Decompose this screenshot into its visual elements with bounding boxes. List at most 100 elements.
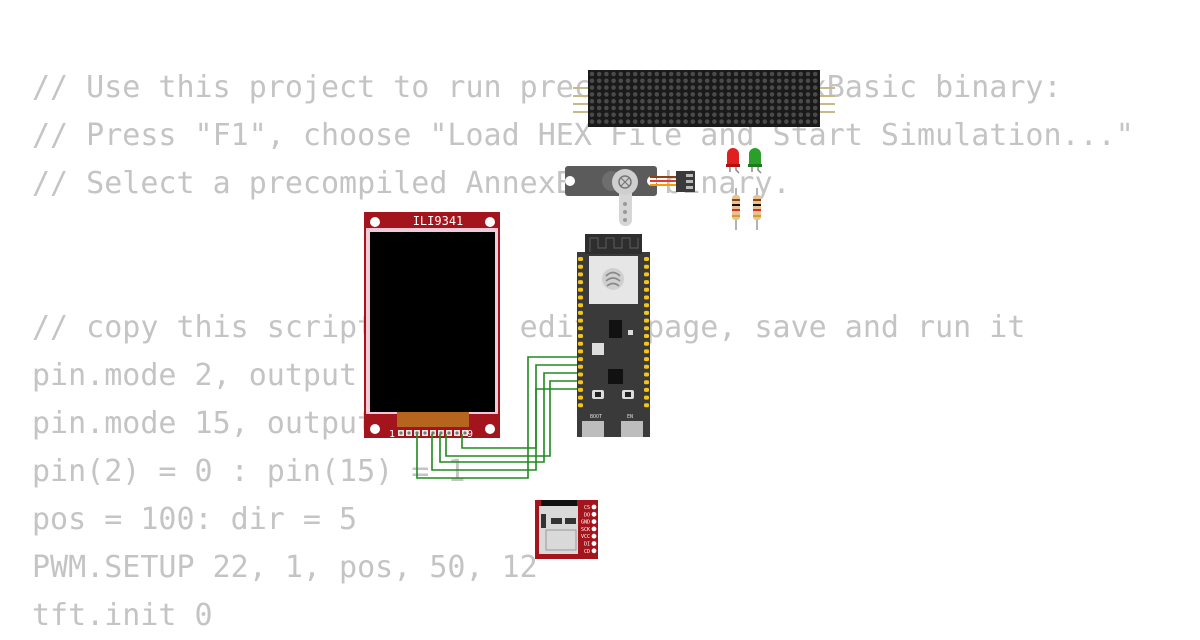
- tft-label: ILI9341: [413, 214, 464, 228]
- matrix-led-dot: [640, 92, 645, 97]
- resistor-1[interactable]: [732, 188, 740, 230]
- matrix-led-dot: [654, 78, 660, 84]
- matrix-led-dot: [690, 92, 696, 97]
- matrix-led-dot: [604, 105, 609, 111]
- matrix-led-dot: [740, 112, 746, 118]
- matrix-led-dot: [661, 85, 667, 90]
- esp32-pin-right: [644, 287, 649, 292]
- microsd-pin-label: CS: [584, 505, 590, 511]
- matrix-led-dot: [654, 71, 660, 77]
- matrix-led-dot: [661, 112, 667, 118]
- matrix-led-dot: [640, 98, 645, 104]
- matrix-led-dot: [791, 119, 796, 124]
- esp32-pin-right: [644, 349, 649, 354]
- tft-mount-hole: [370, 217, 380, 227]
- matrix-led-dot: [676, 98, 681, 104]
- matrix-led-dot: [596, 78, 602, 84]
- matrix-led-dot: [733, 119, 739, 124]
- matrix-led-dot: [611, 105, 616, 111]
- matrix-led-dot: [769, 105, 775, 111]
- tft-pin-hole: [431, 431, 435, 435]
- tft-display-ili9341[interactable]: ILI9341 1 9: [364, 212, 500, 440]
- matrix-led-dot: [611, 112, 616, 118]
- matrix-led-dot: [776, 98, 782, 104]
- led-green[interactable]: [748, 148, 762, 174]
- matrix-led-dot: [596, 119, 602, 124]
- microsd-pin: [591, 533, 597, 539]
- esp32-pin-right: [644, 334, 649, 338]
- matrix-led-dot: [748, 78, 753, 84]
- matrix-led-dot: [632, 92, 638, 97]
- servo-motor[interactable]: [565, 166, 695, 226]
- matrix-led-dot: [791, 92, 796, 97]
- led-red[interactable]: [726, 148, 740, 174]
- matrix-led-dot: [805, 98, 811, 104]
- matrix-led-dot: [654, 112, 660, 118]
- matrix-led-dot: [748, 119, 753, 124]
- servo-horn-hole: [623, 218, 627, 222]
- esp32-pin-left: [578, 318, 583, 323]
- matrix-led-dot: [712, 119, 717, 124]
- led-matrix[interactable]: [573, 70, 835, 127]
- matrix-led-dot: [748, 98, 753, 104]
- tft-screen[interactable]: [370, 232, 495, 412]
- led-matrix-dots: [589, 71, 818, 124]
- matrix-led-dot: [632, 98, 638, 104]
- matrix-led-dot: [589, 92, 595, 97]
- espressif-logo-wave-icon: [605, 271, 621, 287]
- matrix-led-dot: [805, 105, 811, 111]
- esp32-pin-right: [644, 303, 649, 308]
- matrix-led-dot: [618, 85, 624, 90]
- matrix-led-dot: [589, 98, 595, 104]
- matrix-led-dot: [784, 92, 789, 97]
- matrix-led-dot: [668, 105, 674, 111]
- matrix-led-dot: [697, 71, 703, 77]
- matrix-led-dot: [654, 105, 660, 111]
- matrix-led-dot: [755, 119, 760, 124]
- matrix-led-dot: [589, 78, 595, 84]
- matrix-led-dot: [791, 112, 796, 118]
- matrix-led-dot: [654, 98, 660, 104]
- matrix-led-dot: [733, 112, 739, 118]
- esp32-board[interactable]: BOOT EN: [577, 234, 650, 437]
- matrix-led-dot: [726, 112, 732, 118]
- matrix-led-dot: [812, 119, 818, 124]
- esp32-pin-right: [644, 326, 649, 331]
- matrix-led-dot: [769, 92, 775, 97]
- matrix-led-dot: [805, 71, 811, 77]
- matrix-led-dot: [769, 85, 775, 90]
- matrix-led-dot: [798, 92, 804, 97]
- code-line-7: pin.mode 15, output: [32, 406, 376, 441]
- matrix-led-dot: [791, 98, 796, 104]
- matrix-led-dot: [618, 92, 624, 97]
- matrix-led-dot: [726, 92, 732, 97]
- matrix-led-dot: [676, 71, 681, 77]
- matrix-led-dot: [704, 78, 710, 84]
- microsd-contact: [551, 518, 562, 524]
- matrix-led-dot: [661, 98, 667, 104]
- esp32-led-smd: [628, 330, 633, 335]
- matrix-led-dot: [618, 119, 624, 124]
- matrix-led-dot: [604, 78, 609, 84]
- esp32-pin-right: [644, 395, 649, 400]
- matrix-led-dot: [618, 112, 624, 118]
- matrix-led-dot: [740, 119, 746, 124]
- servo-connector-pin: [686, 174, 693, 177]
- resistor-2[interactable]: [753, 188, 761, 230]
- esp32-chip: [609, 320, 622, 338]
- matrix-led-dot: [812, 92, 818, 97]
- matrix-led-dot: [755, 98, 760, 104]
- esp32-pin-right: [644, 364, 649, 369]
- esp32-boot-button-cap: [595, 392, 601, 397]
- matrix-led-dot: [611, 98, 616, 104]
- matrix-led-dot: [647, 78, 652, 84]
- wires: [416, 356, 582, 479]
- esp32-pin-left: [578, 364, 583, 369]
- matrix-led-dot: [712, 98, 717, 104]
- matrix-led-dot: [683, 71, 688, 77]
- matrix-led-dot: [784, 119, 789, 124]
- matrix-led-dot: [640, 71, 645, 77]
- matrix-led-dot: [776, 71, 782, 77]
